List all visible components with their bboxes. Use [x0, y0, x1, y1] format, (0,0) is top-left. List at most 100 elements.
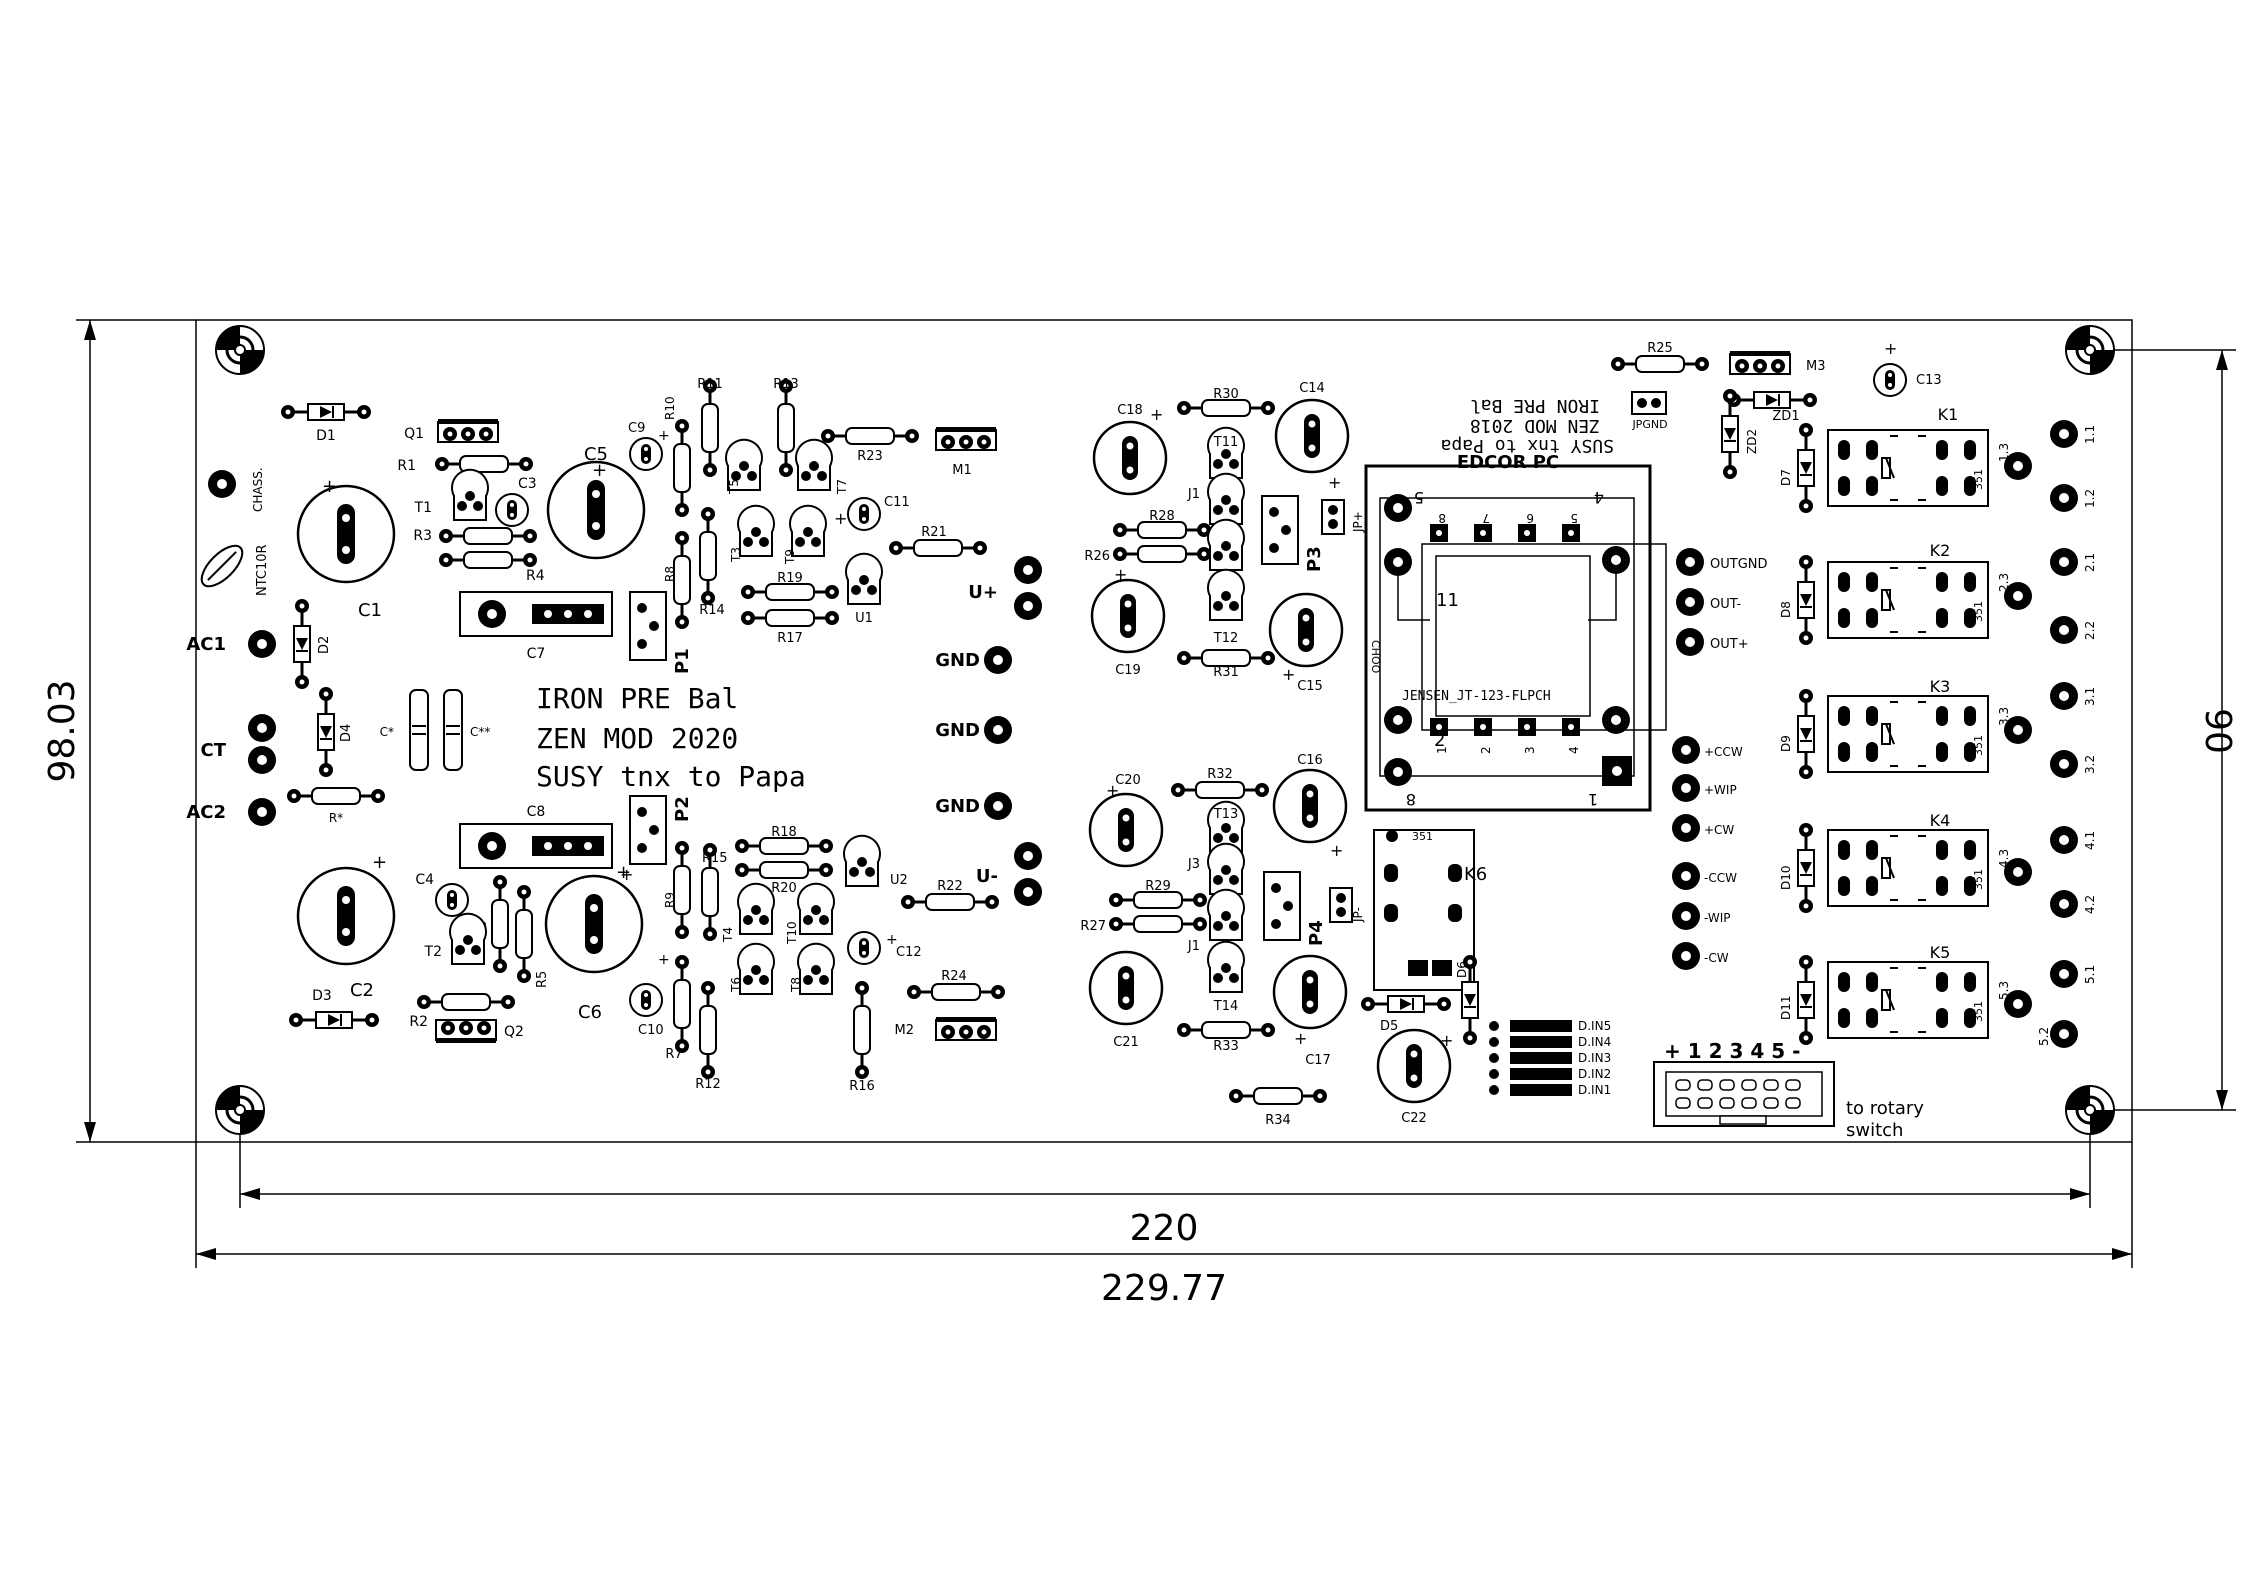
svg-text:4.1: 4.1: [2083, 831, 2097, 850]
svg-text:T4: T4: [721, 927, 735, 943]
svg-text:C13: C13: [1916, 373, 1942, 388]
svg-text:D1: D1: [316, 428, 336, 444]
svg-text:3.2: 3.2: [2083, 755, 2097, 774]
svg-text:C6: C6: [578, 1002, 602, 1023]
svg-text:1: 1: [1588, 790, 1598, 809]
svg-text:J3: J3: [1187, 857, 1200, 872]
svg-text:IRON PRE Bal: IRON PRE Bal: [536, 682, 738, 715]
svg-text:+: +: [1150, 405, 1163, 424]
svg-text:C18: C18: [1117, 403, 1143, 418]
svg-text:4: 4: [1594, 488, 1604, 507]
svg-text:D7: D7: [1779, 469, 1793, 486]
svg-text:CHASS.: CHASS.: [251, 467, 265, 512]
svg-text:7: 7: [1482, 511, 1490, 525]
svg-text:C12: C12: [896, 945, 922, 960]
svg-text:GND: GND: [935, 796, 980, 817]
svg-text:OUT-: OUT-: [1710, 597, 1741, 612]
svg-text:+: +: [1106, 781, 1119, 800]
output-section: C18 + R30 C14 + T11 J1 R28 R26 P3 JP+ J2…: [1080, 381, 1365, 1128]
svg-text:K2: K2: [1930, 541, 1951, 560]
svg-text:JP-: JP-: [1351, 907, 1365, 923]
svg-text:D10: D10: [1779, 865, 1793, 890]
svg-text:R26: R26: [1084, 549, 1110, 564]
svg-text:J1: J1: [1187, 487, 1200, 502]
svg-text:D2: D2: [317, 636, 332, 654]
svg-text:C8: C8: [527, 804, 546, 820]
svg-text:ZEN MOD 2020: ZEN MOD 2020: [536, 722, 738, 755]
svg-text:1: 1: [1435, 746, 1449, 754]
svg-text:5: 5: [1414, 488, 1424, 507]
svg-text:R15: R15: [702, 851, 728, 866]
mounting-hole: [2064, 324, 2116, 376]
svg-text:R12: R12: [695, 1077, 721, 1092]
svg-text:T12: T12: [1213, 631, 1238, 646]
svg-text:2.2: 2.2: [2083, 621, 2097, 640]
svg-text:Q2: Q2: [504, 1024, 524, 1040]
svg-text:R7: R7: [665, 1047, 682, 1062]
svg-text:T11: T11: [1213, 435, 1238, 450]
svg-text:D5: D5: [1380, 1019, 1398, 1034]
svg-text:5.1: 5.1: [2083, 965, 2097, 984]
svg-text:T3: T3: [729, 547, 743, 563]
svg-text:+: +: [658, 952, 670, 968]
svg-text:U-: U-: [976, 866, 998, 887]
svg-text:to rotary: to rotary: [1846, 1098, 1924, 1119]
svg-text:T9: T9: [783, 549, 797, 565]
svg-text:K3: K3: [1930, 677, 1951, 696]
svg-text:SUSY tnx to Papa: SUSY tnx to Papa: [1441, 435, 1614, 456]
svg-text:+: +: [1440, 1031, 1453, 1050]
svg-text:11: 11: [1436, 590, 1459, 611]
svg-text:R32: R32: [1207, 767, 1233, 782]
svg-text:P4: P4: [1306, 920, 1327, 946]
svg-text:R4: R4: [526, 568, 545, 584]
svg-text:R21: R21: [921, 525, 947, 540]
svg-text:C19: C19: [1115, 663, 1141, 678]
svg-text:2.1: 2.1: [2083, 553, 2097, 572]
svg-text:+: +: [658, 428, 670, 444]
svg-text:R1: R1: [397, 458, 416, 474]
svg-text:C10: C10: [638, 1023, 664, 1038]
svg-text:T13: T13: [1213, 807, 1238, 822]
svg-text:SUSY tnx to Papa: SUSY tnx to Papa: [536, 760, 806, 793]
svg-text:2.3: 2.3: [1997, 573, 2011, 592]
svg-text:switch: switch: [1846, 1120, 1903, 1141]
svg-text:ZEN MOD 2018: ZEN MOD 2018: [1470, 415, 1600, 436]
svg-text:K6: K6: [1464, 864, 1487, 885]
svg-text:GND: GND: [935, 720, 980, 741]
svg-text:R29: R29: [1145, 879, 1171, 894]
svg-text:R2: R2: [409, 1014, 428, 1030]
svg-text:JENSEN_JT-123-FLPCH: JENSEN_JT-123-FLPCH: [1402, 689, 1551, 704]
svg-text:R34: R34: [1265, 1113, 1291, 1128]
svg-text:D9: D9: [1779, 735, 1793, 752]
svg-text:R9: R9: [663, 892, 677, 908]
svg-text:C2: C2: [350, 980, 374, 1001]
svg-text:-CW: -CW: [1704, 951, 1729, 965]
svg-text:Q1: Q1: [404, 426, 424, 442]
psu-section: D1 Q1 R1 CHASS. + C1 C3 C5 + T1 R3 R4 NT…: [186, 404, 646, 1043]
svg-text:R13: R13: [773, 377, 799, 392]
svg-text:T8: T8: [789, 977, 803, 993]
svg-text:+: +: [886, 932, 898, 948]
svg-text:C14: C14: [1299, 381, 1325, 396]
svg-text:351: 351: [1972, 601, 1985, 622]
svg-text:R20: R20: [771, 881, 797, 896]
svg-text:R17: R17: [777, 631, 803, 646]
svg-text:4.3: 4.3: [1997, 849, 2011, 868]
svg-text:M3: M3: [1806, 359, 1826, 374]
svg-text:ZD1: ZD1: [1772, 409, 1799, 424]
svg-text:NTC10R: NTC10R: [255, 544, 270, 596]
dimension-total-height: 98.03: [42, 679, 83, 782]
svg-text:EDCOR PC: EDCOR PC: [1457, 452, 1559, 473]
svg-text:R16: R16: [849, 1079, 875, 1094]
svg-text:T14: T14: [1213, 999, 1238, 1014]
svg-text:D11: D11: [1779, 995, 1793, 1020]
svg-text:C16: C16: [1297, 753, 1323, 768]
svg-text:JPGND: JPGND: [1631, 418, 1667, 431]
svg-text:AC1: AC1: [186, 634, 226, 655]
svg-text:C11: C11: [884, 495, 910, 510]
svg-text:T10: T10: [785, 921, 799, 945]
mounting-hole: [214, 1084, 266, 1136]
board-title: IRON PRE Bal ZEN MOD 2020 SUSY tnx to Pa…: [536, 682, 806, 793]
svg-text:P1: P1: [672, 648, 693, 674]
